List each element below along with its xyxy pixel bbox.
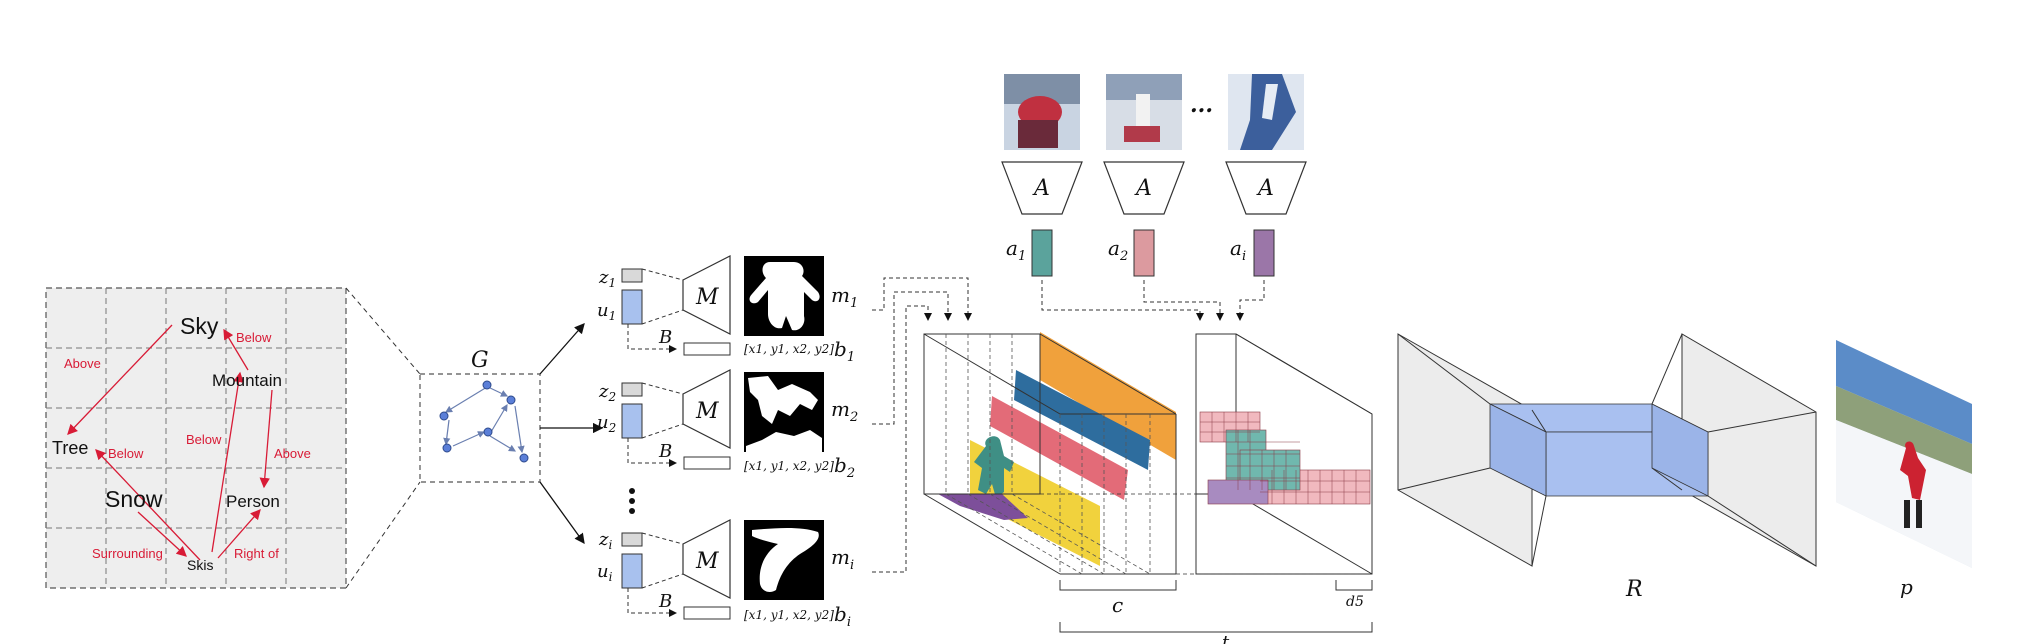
svg-text:a1: a1	[1006, 236, 1026, 264]
u1-vector	[621, 289, 643, 325]
relation-above-2: Above	[274, 446, 311, 461]
refinement-network: R	[1397, 333, 1817, 602]
m2-label: m2	[831, 397, 858, 425]
bbox-coords-1: [x1, y1, x2, y2]	[744, 342, 834, 356]
bbox-coords-i: [x1, y1, x2, y2]	[744, 608, 834, 622]
relation-right-of: Right of	[234, 546, 279, 561]
z2-vector	[621, 382, 643, 397]
appearance-vector-2: a2	[1108, 229, 1155, 277]
m1-label: m1	[831, 283, 858, 311]
appearance-encoder-label-1: A	[1032, 176, 1050, 201]
object-mountain: Mountain	[212, 371, 282, 390]
d5-label: d5	[1346, 594, 1364, 610]
svg-text:a2: a2	[1108, 236, 1128, 264]
mask-net-label-i: M	[695, 549, 719, 574]
ui-label: ui	[597, 561, 613, 584]
appearance-encoder-i: A	[1225, 161, 1307, 215]
object-skis: Skis	[187, 557, 213, 573]
box-net-label-1: B	[658, 327, 672, 348]
z1-vector	[621, 268, 643, 283]
c-label: c	[1112, 593, 1123, 617]
object-snow: Snow	[105, 486, 163, 512]
appearance-encoder-1: A	[1001, 161, 1083, 215]
object-person: Person	[226, 492, 280, 511]
relation-below-2: Below	[108, 446, 144, 461]
bi-label: bi	[834, 602, 851, 630]
relation-above-1: Above	[64, 356, 101, 371]
relation-surrounding: Surrounding	[92, 546, 163, 561]
appearance-encoder-2: A	[1103, 161, 1185, 215]
mask-net-2	[682, 369, 731, 449]
mask-net-label-1: M	[695, 285, 719, 310]
bbox-coords-2: [x1, y1, x2, y2]	[744, 459, 834, 473]
mask-net-i	[682, 519, 731, 599]
object-sky: Sky	[180, 313, 219, 339]
graph-g: G	[419, 348, 541, 483]
object-row-1: z1 u1 M B m1 [x1, y1, x2, y2] b1	[597, 255, 858, 365]
ui-vector	[621, 553, 643, 589]
u2-label: u2	[597, 412, 616, 435]
mi-label: mi	[831, 545, 854, 573]
mask-net-label-2: M	[695, 399, 719, 424]
vertical-ellipsis	[629, 488, 635, 514]
z1-label: z1	[598, 267, 616, 290]
appearance-encoder-label-2: A	[1134, 176, 1152, 201]
appearance-encoder-label-i: A	[1256, 176, 1274, 201]
output-image: p	[1836, 340, 1972, 599]
ellipsis-crops: ...	[1190, 92, 1213, 118]
appearance-crop-1	[1004, 74, 1080, 150]
z2-label: z2	[598, 381, 616, 404]
appearance-tensor	[1040, 333, 1373, 575]
appearance-vector-i: ai	[1230, 229, 1275, 277]
relation-below-3: Below	[186, 432, 222, 447]
b1-label: b1	[834, 337, 855, 365]
relation-below-1: Below	[236, 330, 272, 345]
t-label: t	[1222, 632, 1230, 644]
box-net-label-i: B	[658, 591, 672, 612]
u1-label: u1	[597, 300, 616, 323]
refine-label: R	[1625, 577, 1643, 602]
zi-vector	[621, 532, 643, 547]
mask-net-1	[682, 255, 731, 335]
object-tree: Tree	[52, 438, 88, 458]
b2-label: b2	[834, 453, 855, 481]
layout-tensor	[923, 332, 1177, 575]
svg-text:ai: ai	[1230, 236, 1246, 264]
appearance-vector-1: a1	[1006, 229, 1053, 277]
object-row-2: z2 u2 M B m2 [x1, y1, x2, y2] b2	[597, 369, 858, 481]
zi-label: zi	[598, 529, 612, 552]
scene-graph-layout: Sky Mountain Tree Snow Person Skis Below…	[45, 287, 347, 589]
graph-label: G	[471, 348, 489, 373]
appearance-crop-2	[1106, 74, 1182, 150]
object-row-i: zi ui M B mi [x1, y1, x2, y2] bi	[597, 519, 854, 630]
u2-vector	[621, 403, 643, 439]
box-net-label-2: B	[658, 441, 672, 462]
appearance-crop-i	[1228, 74, 1304, 150]
output-label: p	[1900, 575, 1913, 599]
